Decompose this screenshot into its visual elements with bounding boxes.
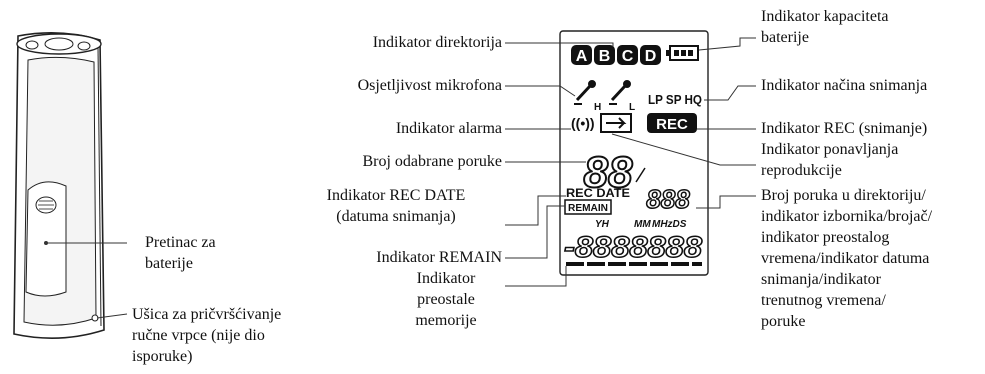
mhzds-label: MHzDS [652, 219, 687, 230]
label-remain: Indikator REMAIN [376, 249, 502, 266]
label-repeat-2: reprodukcije [761, 162, 842, 179]
remain-box [564, 199, 612, 215]
rec-badge-text: REC [656, 116, 688, 133]
label-count-3: indikator preostalog [761, 229, 890, 246]
remain-text: REMAIN [568, 202, 608, 214]
rec-badge [647, 113, 697, 133]
label-rec: Indikator REC (snimanje) [761, 120, 928, 137]
label-rec-date-1: Indikator REC DATE [326, 187, 466, 204]
folder-a: A [576, 48, 588, 65]
label-alarm: Indikator alarma [395, 120, 502, 137]
label-selected-message: Broj odabrane poruke [362, 153, 502, 170]
label-memory-2: preostale [417, 291, 475, 308]
label-count-7: poruke [761, 313, 806, 330]
mic-high-sub: H [594, 102, 601, 113]
memory-bar [566, 262, 702, 266]
label-count-5: snimanja/indikator [761, 271, 881, 288]
label-memory-3: memorije [415, 312, 477, 329]
alarm-icon: ((•)) [571, 115, 595, 131]
label-strap-1: Ušica za pričvršćivanje [132, 306, 282, 323]
label-battery-2: baterije [761, 29, 809, 46]
label-count-1: Broj poruka u direktoriju/ [761, 187, 926, 204]
label-battery-compartment-2: baterije [145, 255, 193, 272]
label-rec-date-2: (datuma snimanja) [336, 208, 456, 225]
label-mic-sensitivity: Osjetljivost mikrofona [357, 77, 502, 94]
repeat-icon [600, 113, 632, 133]
folder-b: B [599, 48, 611, 65]
yh-label: YH [595, 219, 610, 230]
recorder-device [13, 32, 105, 339]
folder-c: C [622, 48, 634, 65]
label-strap-2: ručne vrpce (nije dio [132, 327, 265, 344]
message-number: 88 [584, 148, 633, 197]
label-repeat-1: Indikator ponavljanja [761, 141, 899, 158]
label-count-2: indikator izbornika/brojač/ [761, 208, 933, 225]
label-battery-1: Indikator kapaciteta [761, 8, 889, 25]
label-memory-1: Indikator [416, 270, 476, 287]
label-rec-mode: Indikator načina snimanja [761, 77, 928, 94]
rec-date-text: REC DATE [566, 188, 630, 200]
label-count-6: trenutnog vremena/ [761, 292, 886, 309]
battery-icon [666, 45, 699, 61]
mic-low-sub: L [629, 102, 635, 113]
label-directory: Indikator direktorija [372, 34, 502, 51]
leader-lines [46, 37, 756, 319]
folder-indicator: A B C D [571, 45, 661, 65]
label-strap-3: isporuke) [132, 348, 193, 365]
label-battery-compartment-1: Pretinac za [145, 234, 216, 251]
big-digits: -8888888 [564, 231, 702, 264]
mic-icon: H L [574, 80, 635, 113]
mm-label: MM [634, 219, 651, 230]
folder-d: D [645, 48, 657, 65]
label-count-4: vremena/indikator datuma [761, 250, 930, 267]
small-digits: 888 [646, 184, 690, 214]
rec-mode-text: LP SP HQ [648, 92, 702, 107]
